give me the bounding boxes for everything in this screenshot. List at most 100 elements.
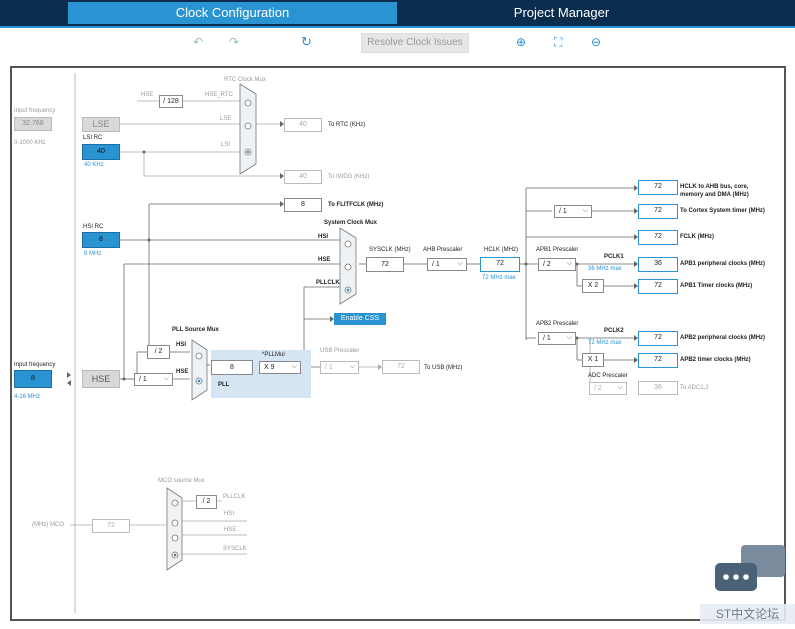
mco-hse: HSE	[224, 527, 237, 533]
mco-sysclk: SYSCLK	[223, 546, 247, 552]
pll-input-value: 8	[211, 360, 253, 375]
pclk1-label: PCLK1	[604, 254, 624, 260]
iwdg-output: 40	[284, 170, 322, 184]
lse-block[interactable]: LSE	[82, 117, 120, 132]
hclk-label: HCLK (MHz)	[484, 247, 518, 253]
undo-icon[interactable]: ↶	[193, 35, 204, 49]
hclk-max: 72 MHz max	[482, 275, 516, 281]
pll-src-hse: HSE	[176, 369, 189, 375]
lse-range: 0-1000 KHz	[14, 140, 46, 146]
adc-label: ADC Prescaler	[588, 373, 628, 379]
fit-icon[interactable]: ⛶	[554, 35, 563, 49]
tab-underline	[0, 26, 795, 28]
sysclk-label: SYSCLK (MHz)	[369, 247, 411, 253]
apb1-label: APB1 Prescaler	[536, 247, 579, 253]
hse-freq-label: Input frequency	[14, 362, 56, 368]
mco-hsi: HSI	[224, 511, 235, 517]
ahb-label: AHB Prescaler	[423, 247, 463, 253]
adc-dest: To ADC1,2	[680, 385, 709, 391]
rtc-mux-title: RTC Clock Mux	[224, 77, 266, 83]
zoom-in-icon[interactable]: ⊕	[516, 35, 527, 49]
hsi-label: HSI RC	[83, 224, 104, 230]
resolve-clock-issues-button[interactable]: Resolve Clock Issues	[361, 33, 469, 53]
hsi-block[interactable]: 8	[82, 232, 120, 248]
hclk-ahb-dest-1: HCLK to AHB bus, core,	[680, 184, 749, 190]
hsi-unit: 8 MHz	[84, 251, 102, 257]
apb1-periph-output: 36	[638, 257, 678, 272]
rtc-hse-rtc-label: HSE_RTC	[205, 92, 233, 98]
pll-mul-select[interactable]: X 9	[259, 361, 301, 374]
mco-pllclk: PLLCLK	[223, 494, 246, 500]
mco-label: (MHz) MCO	[32, 522, 64, 528]
adc-prescaler-select[interactable]: / 2	[589, 382, 627, 395]
usb-dest: To USB (MHz)	[424, 365, 463, 371]
fclk-dest: FCLK (MHz)	[680, 234, 714, 240]
clock-tree-wires	[67, 73, 638, 613]
apb1-max: 36 MHz max	[588, 266, 622, 272]
clock-tree-canvas: Input frequency 32.768 0-1000 KHz LSE LS…	[10, 66, 786, 621]
pll-source-mux-title: PLL Source Mux	[172, 327, 219, 333]
hse-freq-input[interactable]: 8	[14, 370, 52, 388]
tab-project-manager[interactable]: Project Manager	[399, 2, 724, 24]
rtc-lse-label: LSE	[220, 116, 232, 122]
refresh-icon[interactable]: ↻	[301, 34, 312, 49]
rtc-dest: To RTC (KHz)	[328, 122, 366, 128]
adc-output: 36	[638, 381, 678, 395]
mco-output: 72	[92, 519, 130, 533]
apb2-timer-output: 72	[638, 353, 678, 368]
usb-prescaler-select[interactable]: / 1	[320, 361, 359, 374]
apb2-timer-mult: X 1	[582, 353, 604, 367]
ahb-prescaler-select[interactable]: / 1	[427, 258, 467, 271]
pll-hsi-div: / 2	[147, 345, 170, 359]
apb2-periph-output: 72	[638, 331, 678, 346]
lse-freq-input[interactable]: 32.768	[14, 117, 52, 131]
hclk-ahb-dest-2: memory and DMA (MHz)	[680, 192, 749, 198]
redo-icon[interactable]: ↷	[229, 35, 240, 49]
flitfclk-dest: To FLITFCLK (MHz)	[328, 202, 384, 208]
apb2-label: APB2 Prescaler	[536, 321, 579, 327]
pll-mul-label: *PLLMul	[262, 352, 285, 358]
apb1-timer-output: 72	[638, 279, 678, 294]
top-bar: Clock Configuration Project Manager	[0, 0, 795, 26]
cortex-timer-select[interactable]: / 1	[554, 205, 592, 218]
hclk-input[interactable]: 72	[480, 257, 520, 272]
flitfclk-output: 8	[284, 198, 322, 212]
zoom-out-icon[interactable]: ⊖	[591, 35, 602, 49]
rtc-hse-label: HSE	[141, 92, 154, 98]
enable-css-button[interactable]: Enable CSS	[334, 313, 386, 325]
hse-block[interactable]: HSE	[82, 370, 120, 388]
hse-range: 4-16 MHz	[14, 394, 41, 400]
apb2-timer-dest: APB2 timer clocks (MHz)	[680, 357, 751, 363]
apb2-periph-dest: APB2 peripheral clocks (MHz)	[680, 335, 766, 341]
iwdg-dest: To IWDG (KHz)	[328, 174, 370, 180]
usb-output: 72	[382, 360, 420, 374]
mco-pll-div: / 2	[196, 495, 217, 509]
apb2-max: 72 MHz max	[588, 340, 622, 346]
rtc-output: 40	[284, 118, 322, 132]
apb2-prescaler-select[interactable]: / 1	[538, 332, 576, 345]
lsi-label: LSI RC	[83, 135, 103, 141]
fclk-output: 72	[638, 230, 678, 245]
hse-div-select[interactable]: / 1	[134, 373, 173, 386]
sysmux-hse: HSE	[318, 257, 331, 263]
rtc-hse-div128: / 128	[159, 95, 183, 108]
sysmux-title: System Clock Mux	[324, 220, 378, 226]
watermark: ST中文论坛	[700, 604, 795, 624]
mco-mux-title: MCO source Mux	[158, 478, 205, 484]
lsi-block[interactable]: 40	[82, 144, 120, 160]
apb1-prescaler-select[interactable]: / 2	[538, 258, 576, 271]
pclk2-label: PCLK2	[604, 328, 624, 334]
apb1-timer-dest: APB1 Timer clocks (MHz)	[680, 283, 753, 289]
usb-prescaler-label: USB Prescaler	[320, 348, 360, 354]
sysclk-value: 72	[366, 257, 404, 272]
apb1-timer-mult: X 2	[582, 279, 604, 293]
pll-src-hsi: HSI	[176, 342, 187, 348]
chat-icon[interactable]	[715, 545, 785, 595]
sysmux-pllclk: PLLCLK	[316, 280, 340, 286]
pll-label: PLL	[218, 382, 230, 388]
apb1-periph-dest: APB1 peripheral clocks (MHz)	[680, 261, 766, 267]
hclk-ahb-output: 72	[638, 180, 678, 195]
tab-clock-configuration[interactable]: Clock Configuration	[68, 2, 397, 24]
rtc-lsi-label: LSI	[221, 142, 231, 148]
lse-freq-label: Input frequency	[14, 108, 56, 114]
